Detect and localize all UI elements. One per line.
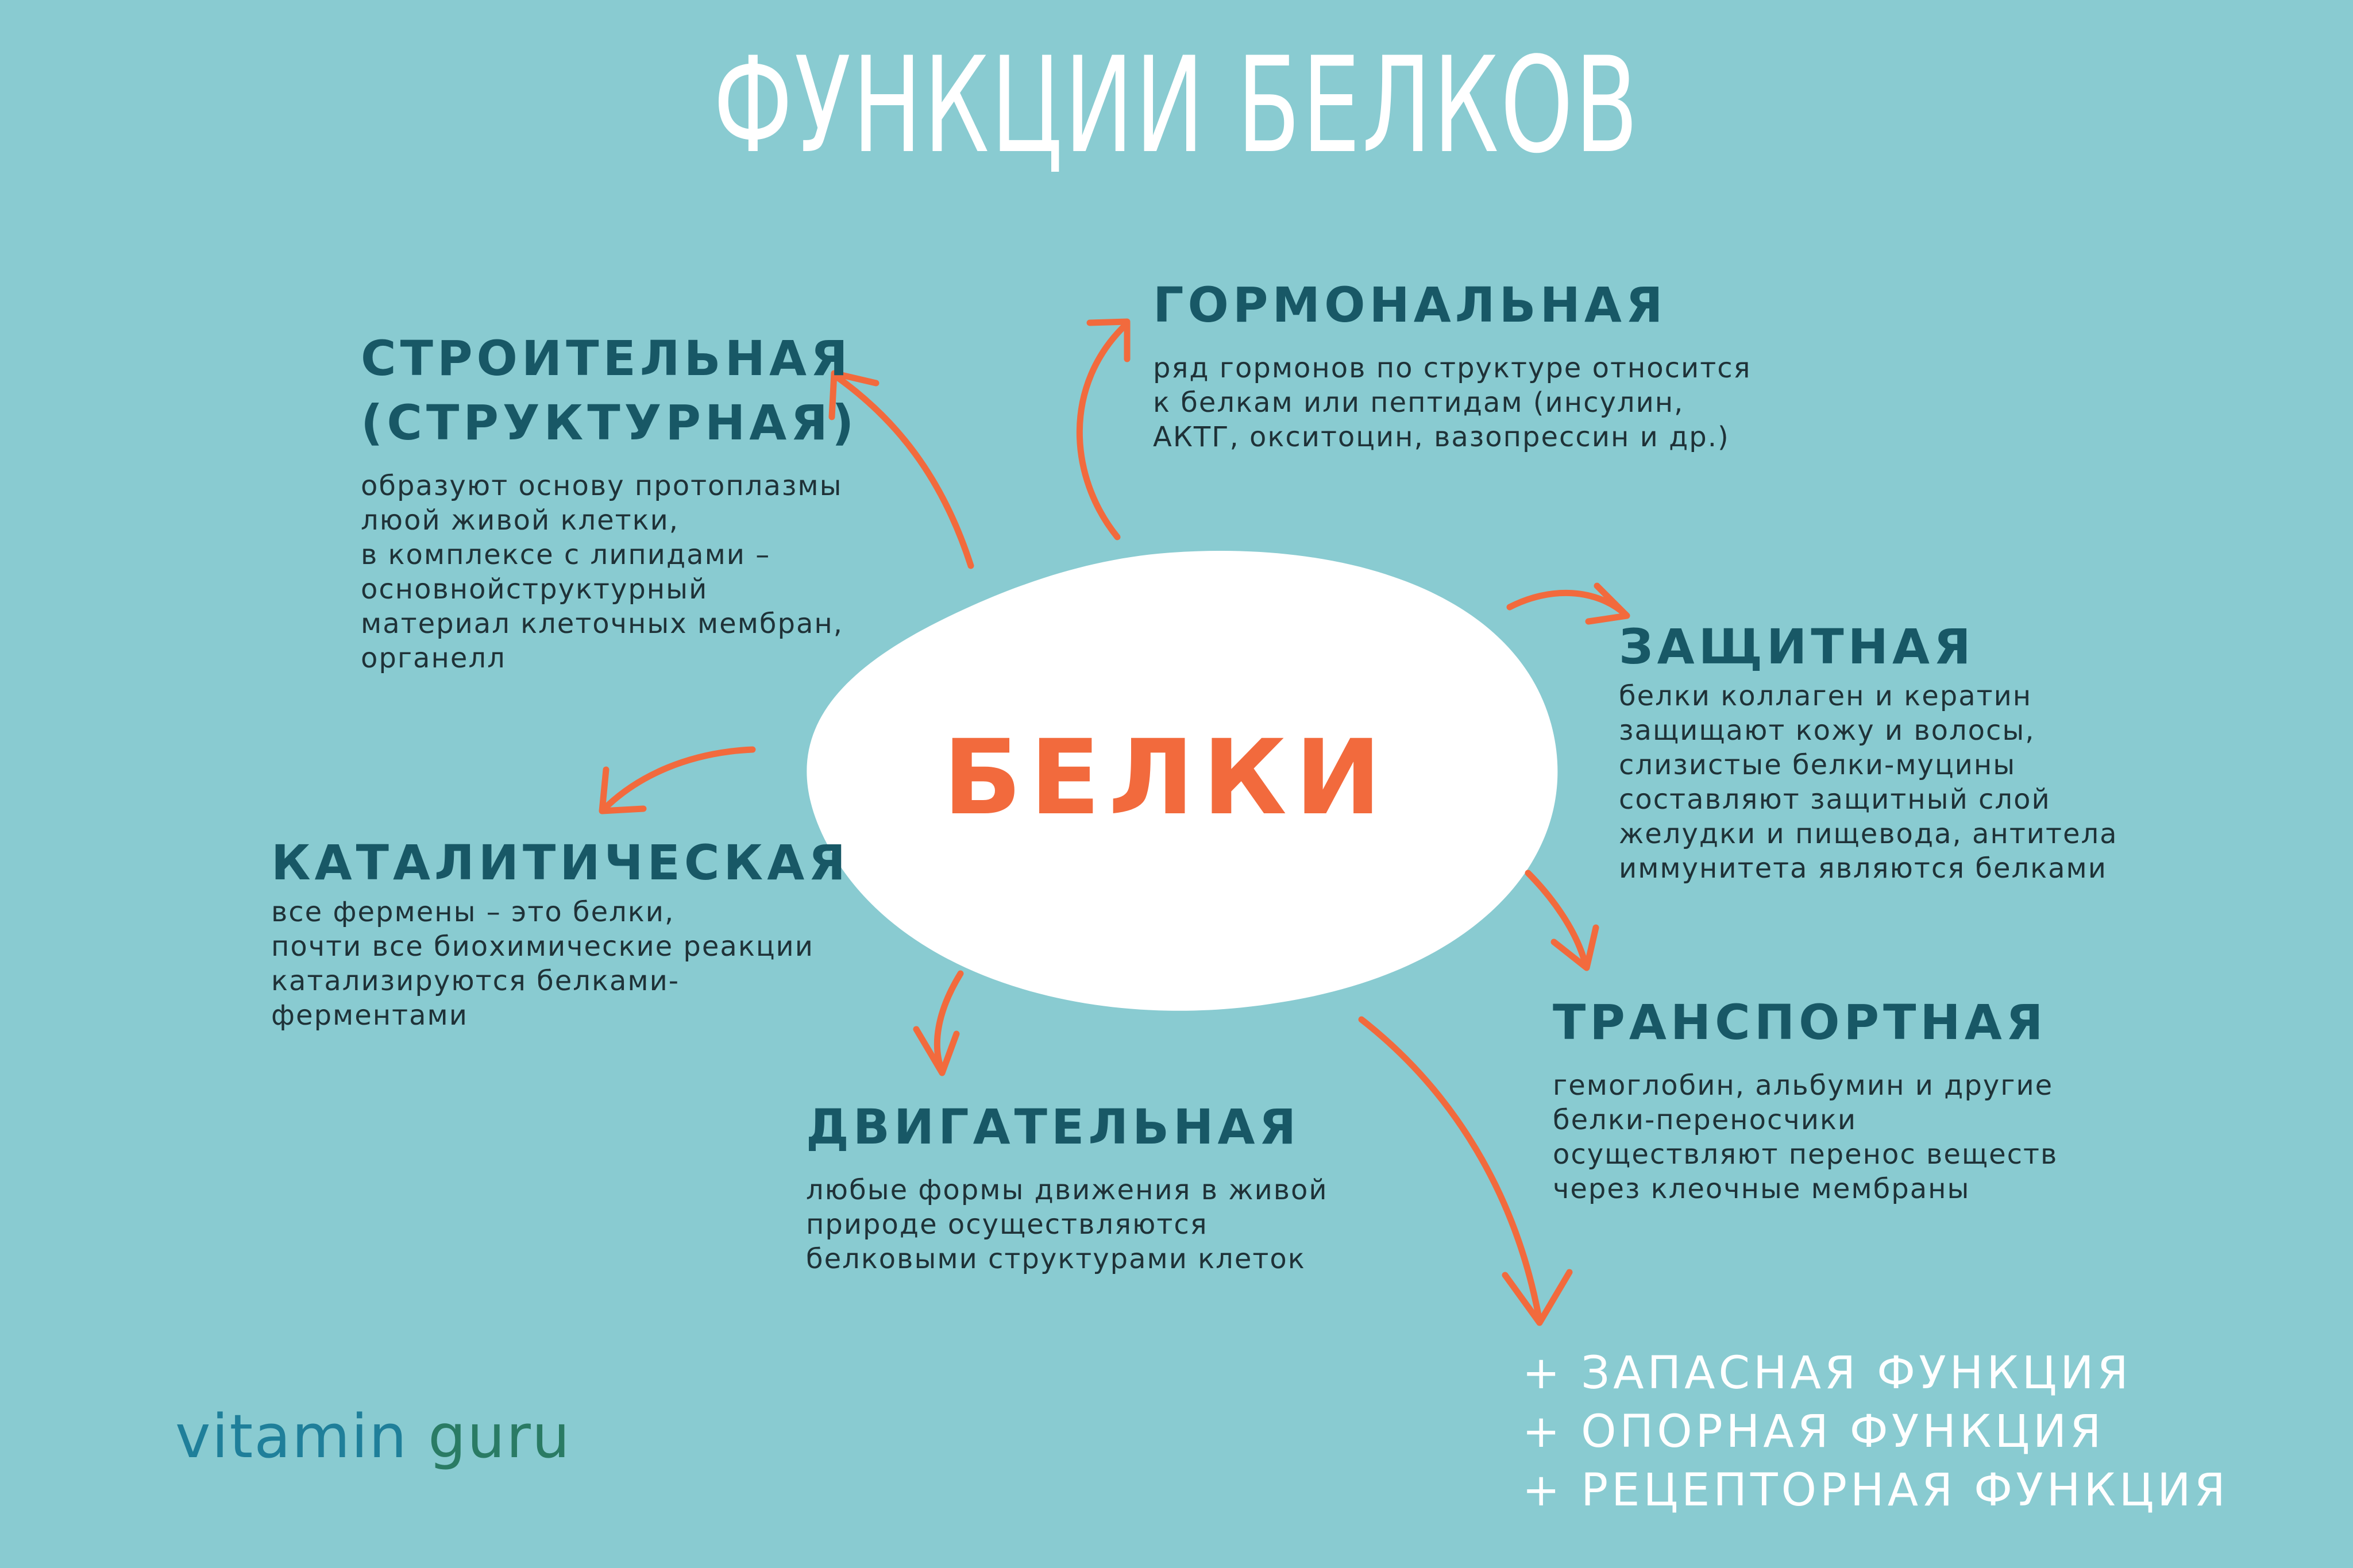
description-line: составляют защитный слой [1619,783,2051,816]
description-line: к белкам или пептидам (инсулин, [1153,387,1684,419]
description-line: образуют основу протоплазмы [361,470,843,502]
function-motor-description: любые формы движения в живой природе осу… [806,1173,1328,1276]
arrowhead-hormonal [1086,318,1131,362]
arrowhead-motor [913,1026,960,1076]
function-hormonal-heading: ГОРМОНАЛЬНАЯ [1153,277,1667,333]
brand-word-guru: guru [428,1401,571,1472]
function-structural-heading-2: (СТРУКТУРНАЯ) [361,395,858,451]
description-line: ферментами [271,999,468,1032]
function-protective: ЗАЩИТНАЯ белки коллаген и кератин защища… [1619,615,2118,886]
description-line: иммунитета являются белками [1619,852,2107,885]
arrow-motor [934,970,964,1075]
extra-function-storage: + ЗАПАСНАЯ ФУНКЦИЯ [1522,1347,2132,1399]
function-structural-heading-1: СТРОИТЕЛЬНАЯ [361,330,852,387]
page-title: ФУНКЦИИ БЕЛКОВ [713,29,1640,183]
function-catalytic-description: все фермены – это белки, почти все биохи… [271,895,850,1033]
description-line: любые формы движения в живой [806,1174,1328,1206]
description-line: катализируются белками- [271,965,680,997]
extra-function-support: + ОПОРНАЯ ФУНКЦИЯ [1522,1406,2105,1458]
arrow-hormonal [1076,321,1129,540]
description-line: белковыми структурами клеток [806,1243,1306,1275]
arrowhead-extras [1502,1269,1573,1326]
description-line: основнойструктурный [361,573,708,605]
function-structural: СТРОИТЕЛЬНАЯ (СТРУКТУРНАЯ) образуют осно… [361,326,858,675]
description-line: через клеочные мембраны [1553,1173,1970,1205]
extra-function-receptor: + РЕЦЕПТОРНАЯ ФУНКЦИЯ [1522,1465,2229,1516]
function-motor: ДВИГАТЕЛЬНАЯ любые формы движения в живо… [806,1095,1328,1276]
arrowhead-structural [828,370,880,420]
arrow-extras [1358,1016,1543,1324]
extra-functions: + ЗАПАСНАЯ ФУНКЦИЯ + ОПОРНАЯ ФУНКЦИЯ + Р… [1522,1344,2229,1520]
description-line: все фермены – это белки, [271,896,675,928]
brand-word-vitamin: vitamin [175,1401,408,1472]
arrowhead-transport [1550,924,1599,971]
function-hormonal: ГОРМОНАЛЬНАЯ ряд гормонов по структуре о… [1153,273,1751,454]
description-line: органелл [361,642,506,674]
description-line: в комплексе с липидами – [361,539,771,571]
function-protective-heading: ЗАЩИТНАЯ [1619,619,1975,675]
arrow-structural [832,373,974,569]
description-line: ряд гормонов по структуре относится [1153,352,1752,384]
function-catalytic: КАТАЛИТИЧЕСКАЯ все фермены – это белки, … [271,831,850,1033]
description-line: желудки и пищевода, антитела [1619,818,2118,850]
function-hormonal-description: ряд гормонов по структуре относится к бе… [1153,351,1751,454]
arrowhead-catalytic [599,766,647,814]
description-line: защищают кожу и волосы, [1619,715,2035,747]
description-line: АКТГ, окситоцин, вазопрессин и др.) [1153,421,1730,453]
description-line: почти все биохимические реакции [271,930,814,963]
function-motor-heading: ДВИГАТЕЛЬНАЯ [806,1099,1301,1155]
brand-logo: vitamin guru [175,1401,571,1472]
arrow-catalytic [600,746,756,813]
description-line: белки коллаген и кератин [1619,680,2032,712]
description-line: гемоглобин, альбумин и другие [1553,1069,2054,1102]
function-catalytic-heading: КАТАЛИТИЧЕСКАЯ [271,835,850,891]
description-line: осуществляют перенос веществ [1553,1138,2058,1171]
description-line: слизистые белки-муцины [1619,749,2016,781]
function-transport-description: гемоглобин, альбумин и другие белки-пере… [1553,1068,2058,1206]
function-protective-description: белки коллаген и кератин защищают кожу и… [1619,679,2118,886]
arrow-transport [1525,870,1589,968]
center-label: БЕЛКИ [943,718,1390,838]
description-line: люой живой клетки, [361,504,680,536]
description-line: природе осуществляются [806,1208,1208,1241]
description-line: материал клеточных мембран, [361,608,844,640]
function-transport: ТРАНСПОРТНАЯ гемоглобин, альбумин и друг… [1553,990,2058,1206]
center-blob [807,551,1558,1011]
function-transport-heading: ТРАНСПОРТНАЯ [1553,994,2047,1051]
description-line: белки-переносчики [1553,1104,1857,1136]
arrowhead-protective [1585,582,1630,625]
function-structural-description: образуют основу протоплазмы люой живой к… [361,469,858,675]
